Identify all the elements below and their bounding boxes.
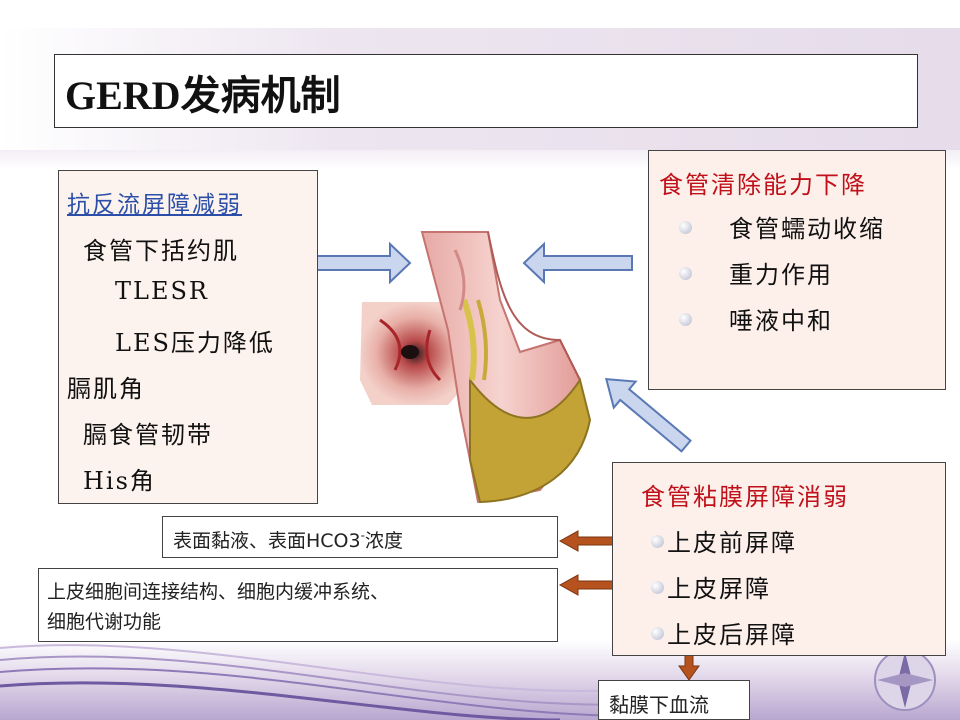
esophagus-diagram [420,231,592,504]
anti-reflux-heading: 抗反流屏障减弱 [67,192,242,218]
bullet-icon [651,535,664,548]
clearance-item-peristalsis: 食管蠕动收缩 [729,215,885,243]
anti-reflux-barrier-box: 抗反流屏障减弱 食管下括约肌 TLESR LES压力降低 膈肌角 膈食管韧带 H… [58,170,318,504]
arrow-left-to-center [313,241,412,285]
bullet-icon [679,221,692,234]
title-box: GERD发病机制 [54,54,918,128]
bullet-icon [679,313,692,326]
clearance-heading: 食管清除能力下降 [659,171,867,199]
clearance-item-gravity: 重力作用 [729,261,833,289]
mucosal-item-pre: 上皮前屏障 [667,529,797,557]
bullet-icon [679,267,692,280]
left-item-his-angle: His角 [83,467,156,495]
note-post-epithelial-text: 黏膜下血流 [609,693,709,717]
mucosal-heading: 食管粘膜屏障消弱 [641,483,849,511]
note-epithelial-line2: 细胞代谢功能 [47,611,162,633]
arrow-diagonal-to-center [605,378,692,453]
note-post-epithelial: 黏膜下血流 [598,680,750,720]
bullet-icon [651,627,664,640]
mucosal-barrier-box: 食管粘膜屏障消弱 上皮前屏障 上皮屏障 上皮后屏障 [612,462,946,656]
left-item-crus: 膈肌角 [67,375,145,403]
left-item-tlesr: TLESR [115,277,209,305]
clearance-box: 食管清除能力下降 食管蠕动收缩 重力作用 唾液中和 [648,150,946,390]
bullet-icon [651,581,664,594]
left-item-les: 食管下括约肌 [83,237,239,265]
note-pre-epithelial-text: 表面黏液、表面HCO3-浓度 [173,528,403,552]
note-epithelial: 上皮细胞间连接结构、细胞内缓冲系统、 细胞代谢功能 [38,568,558,642]
endoscopy-image [360,302,470,405]
page-title: GERD发病机制 [65,73,341,118]
mucosal-item-epithelial: 上皮屏障 [667,575,771,603]
arrow-right-to-center [522,241,633,285]
mucosal-item-post: 上皮后屏障 [667,621,797,649]
left-item-les-pressure: LES压力降低 [115,329,275,357]
note-epithelial-line1: 上皮细胞间连接结构、细胞内缓冲系统、 [47,581,390,603]
clearance-item-saliva: 唾液中和 [729,307,833,335]
left-item-ligament: 膈食管韧带 [83,421,213,449]
note-pre-epithelial: 表面黏液、表面HCO3-浓度 [162,516,558,558]
